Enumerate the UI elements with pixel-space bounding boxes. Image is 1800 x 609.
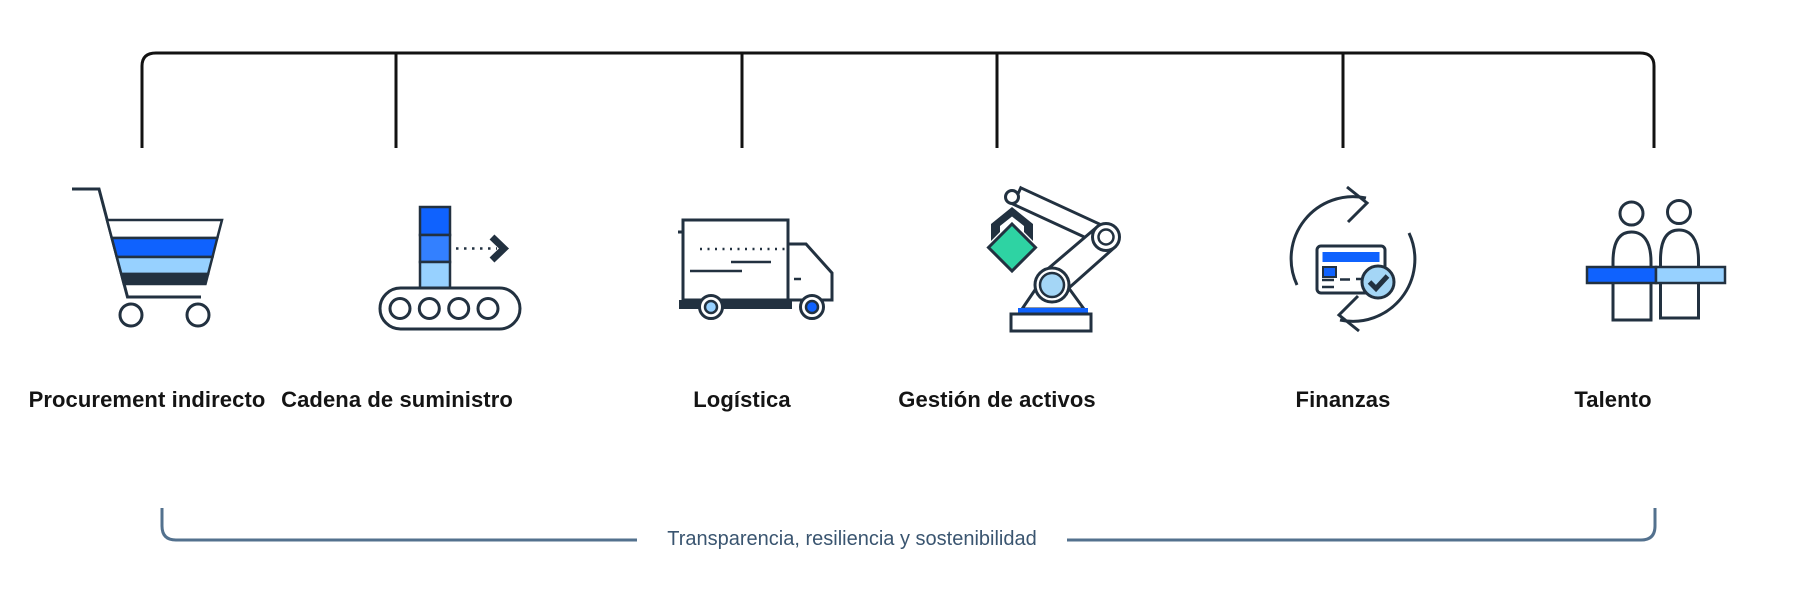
category-label-cadena-de-suministro: Cadena de suministro: [281, 387, 513, 412]
sync-arrowhead-bottom: [1336, 294, 1360, 333]
top-bracket: [140, 51, 1656, 148]
check-circle: [1360, 264, 1396, 300]
bottom-caption: Transparencia, resiliencia y sostenibili…: [667, 528, 1037, 550]
top-bracket-outline: [140, 51, 1656, 148]
conveyor-belt-icon: [378, 205, 522, 331]
category-label-logistica: Logística: [693, 387, 791, 412]
delivery-truck-icon: [678, 218, 834, 320]
sync-arrow-top: [1289, 195, 1367, 286]
bottom-bracket-left: [160, 508, 637, 542]
category-label-finanzas: Finanzas: [1295, 387, 1391, 412]
category-label-talento: Talento: [1574, 387, 1652, 412]
card-sync-icon: [1289, 185, 1417, 333]
shopping-cart-icon: [72, 187, 224, 328]
bottom-bracket: [160, 508, 1657, 542]
category-label-procurement-indirecto: Procurement indirecto: [28, 387, 266, 412]
diamond-part: [986, 221, 1038, 274]
arrow-right-icon: [489, 234, 510, 263]
two-people-icon: [1585, 199, 1727, 322]
sync-arrowhead-top: [1346, 185, 1370, 224]
sync-arrow-bottom: [1339, 232, 1417, 323]
category-label-gestion-de-activos: Gestión de activos: [898, 387, 1096, 412]
robotic-arm-icon: [986, 185, 1121, 333]
gripper-claw: [991, 207, 1033, 241]
check-icon: [1367, 274, 1390, 293]
bottom-bracket-right: [1067, 508, 1657, 542]
